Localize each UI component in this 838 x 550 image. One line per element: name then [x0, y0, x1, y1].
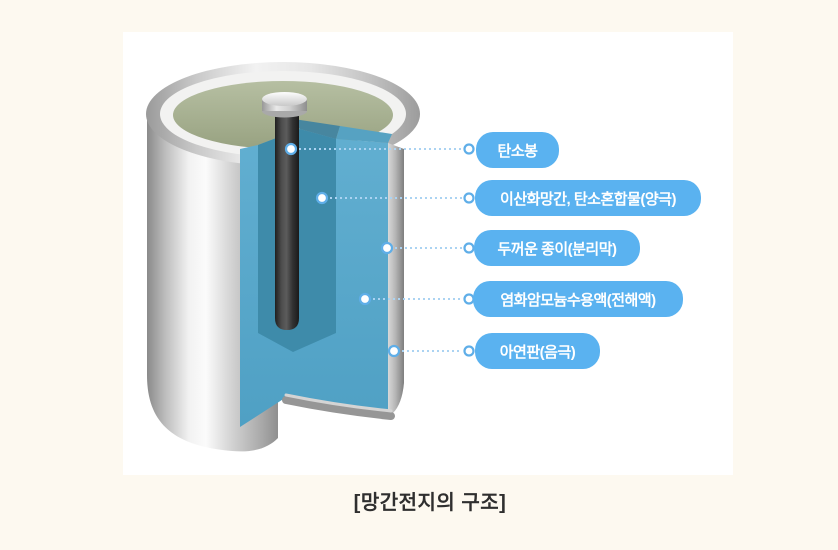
electrolyte-top — [336, 126, 392, 143]
label-pill-mno2-carbon-mix: 이산화망간, 탄소혼합물(양극) — [475, 180, 701, 216]
connector-electrolyte — [358, 292, 475, 306]
marker-dot-mno2-carbon-mix — [315, 191, 329, 205]
connector-mno2-carbon-mix — [315, 191, 475, 205]
label-pill-separator-paper: 두꺼운 종이(분리막) — [474, 230, 640, 266]
marker-dot-separator-paper — [380, 241, 394, 255]
bottom-cut-edge-dark — [282, 396, 395, 420]
connector-zinc-plate — [387, 344, 475, 358]
label-pill-zinc-plate: 아연판(음극) — [475, 333, 600, 369]
label-pill-carbon-rod: 탄소봉 — [476, 132, 559, 168]
label-pill-electrolyte: 염화암모늄수용액(전해액) — [473, 281, 683, 317]
connector-carbon-rod — [284, 142, 475, 156]
zinc-can-edge — [388, 143, 404, 413]
marker-dot-zinc-plate — [387, 344, 401, 358]
bottom-cut-edge-light — [284, 393, 393, 413]
connector-separator-paper — [380, 241, 475, 255]
figure-caption: [망간전지의 구조] — [353, 492, 507, 514]
rod-cap-top — [262, 92, 307, 106]
carbon-rod — [275, 108, 299, 330]
marker-dot-carbon-rod — [284, 142, 298, 156]
marker-dot-electrolyte — [358, 292, 372, 306]
cathode-mix-top — [287, 118, 340, 139]
